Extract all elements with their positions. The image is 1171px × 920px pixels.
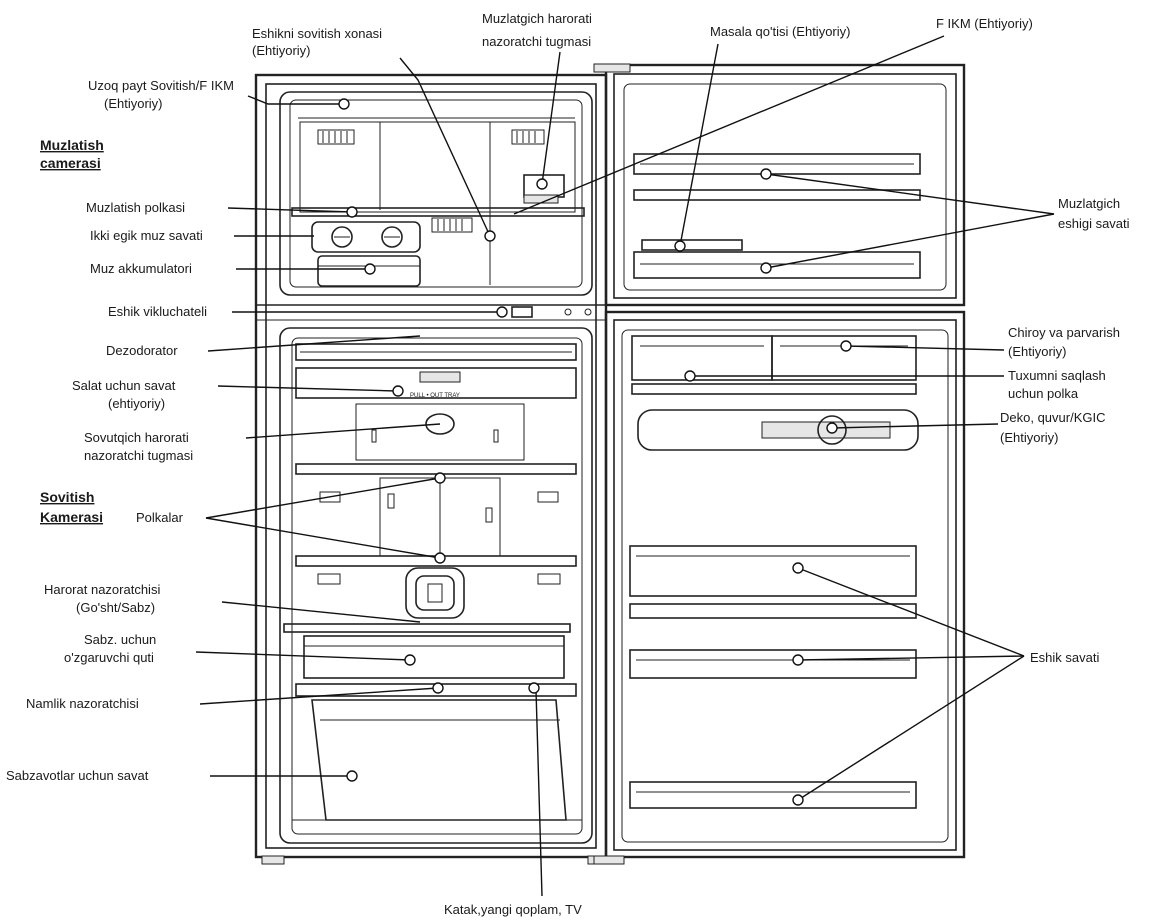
marker-eshikni-sovitish	[485, 231, 495, 241]
label-dezodorator: Dezodorator	[106, 343, 178, 358]
leader-muzlatgich-eshigi-a	[766, 174, 1054, 214]
label-salat-savat-line2: (ehtiyoriy)	[108, 396, 165, 411]
right-labels: Muzlatgich eshigi savati Chiroy va parva…	[1000, 196, 1130, 665]
label-sovutqich-harorati-line2: nazoratchi tugmasi	[84, 448, 193, 463]
marker-polkalar-a	[435, 473, 445, 483]
label-deko-line2: (Ehtiyoriy)	[1000, 430, 1059, 445]
marker-chiroy	[841, 341, 851, 351]
marker-muzlatgich-eshigi-a	[761, 169, 771, 179]
freezer-vent-middle	[432, 218, 472, 232]
label-muz-akkumulatori: Muz akkumulatori	[90, 261, 192, 276]
marker-katak	[529, 683, 539, 693]
label-tuxum-line2: uchun polka	[1008, 386, 1079, 401]
label-harorat-nazoratchisi-line1: Harorat nazoratchisi	[44, 582, 160, 597]
left-labels: Uzoq payt Sovitish/F IKM (Ehtiyoriy) Muz…	[6, 78, 582, 917]
label-chiroy-line1: Chiroy va parvarish	[1008, 325, 1120, 340]
marker-eshik-savati-a	[793, 563, 803, 573]
marker-eshik-savati-c	[793, 795, 803, 805]
marker-sabz-quti	[405, 655, 415, 665]
label-muzlatgich-eshigi-line2: eshigi savati	[1058, 216, 1130, 231]
label-tuxum-line1: Tuxumni saqlash	[1008, 368, 1106, 383]
label-katak: Katak,yangi qoplam, TV	[444, 902, 582, 917]
label-ikki-egik-muz-savati: Ikki egik muz savati	[90, 228, 203, 243]
section-sovitish-kamerasi-line2: Kamerasi	[40, 509, 103, 525]
label-eshik-vikluchateli: Eshik vikluchateli	[108, 304, 207, 319]
label-sabz-quti-line1: Sabz. uchun	[84, 632, 156, 647]
refrigerator-drawing: PULL • OUT TRAY	[256, 64, 964, 864]
label-sabzavotlar-savat: Sabzavotlar uchun savat	[6, 768, 149, 783]
label-muzlatgich-harorati-line1: Muzlatgich harorati	[482, 11, 592, 26]
leader-katak	[536, 690, 542, 896]
leader-chiroy	[846, 346, 1004, 350]
label-salat-savat-line1: Salat uchun savat	[72, 378, 176, 393]
leader-f-ikm	[514, 36, 944, 214]
label-muzlatgich-eshigi-line1: Muzlatgich	[1058, 196, 1120, 211]
label-eshikni-sovitish-line1: Eshikni sovitish xonasi	[252, 26, 382, 41]
marker-eshik-savati-b	[793, 655, 803, 665]
label-harorat-nazoratchisi-line2: (Go'sht/Sabz)	[76, 600, 155, 615]
label-f-ikm: F IKM (Ehtiyoriy)	[936, 16, 1033, 31]
leader-polkalar-a	[206, 478, 440, 518]
label-uzoq-payt-line1: Uzoq payt Sovitish/F IKM	[88, 78, 234, 93]
marker-muz-akkumulatori	[365, 264, 375, 274]
label-namlik-nazoratchisi: Namlik nazoratchisi	[26, 696, 139, 711]
marker-muzlatgich-eshigi-b	[761, 263, 771, 273]
section-muzlatish-camerasi-line1: Muzlatish	[40, 137, 104, 153]
leader-salat-savat	[218, 386, 396, 391]
leader-sovutqich-harorati	[246, 424, 440, 438]
freezer-vent-left	[318, 130, 354, 144]
fridge-compartment: PULL • OUT TRAY	[280, 307, 592, 843]
marker-deko	[827, 423, 837, 433]
marker-namlik	[433, 683, 443, 693]
label-masala-qotisi: Masala qo'tisi (Ehtiyoriy)	[710, 24, 850, 39]
leader-polkalar-b	[206, 518, 440, 558]
label-eshikni-sovitish-line2: (Ehtiyoriy)	[252, 43, 311, 58]
label-sovutqich-harorati-line1: Sovutqich harorati	[84, 430, 189, 445]
leader-eshik-savati-b	[798, 656, 1024, 660]
leader-muzlatgich-eshigi-b	[766, 214, 1054, 268]
label-polkalar: Polkalar	[136, 510, 184, 525]
freezer-door	[594, 64, 964, 305]
freezer-compartment	[280, 92, 592, 295]
leader-sabz-quti	[196, 652, 410, 660]
label-deko-line1: Deko, quvur/KGIC	[1000, 410, 1106, 425]
label-muzlatgich-harorati-line2: nazoratchi tugmasi	[482, 34, 591, 49]
leader-harorat-nazoratchisi	[222, 602, 420, 622]
marker-masala	[675, 241, 685, 251]
marker-uzoq-payt	[339, 99, 349, 109]
marker-salat-savat	[393, 386, 403, 396]
label-muzlatish-polkasi: Muzlatish polkasi	[86, 200, 185, 215]
pull-out-tray-print: PULL • OUT TRAY	[410, 393, 460, 399]
label-eshik-savati: Eshik savati	[1030, 650, 1099, 665]
leader-eshik-savati-a	[798, 568, 1024, 656]
freezer-vent-right	[512, 130, 544, 144]
marker-muzlatish-polkasi	[347, 207, 357, 217]
twist-ice-tray	[312, 222, 420, 252]
callout-markers	[339, 99, 851, 805]
top-labels: Eshikni sovitish xonasi (Ehtiyoriy) Muzl…	[252, 11, 1033, 58]
label-chiroy-line2: (Ehtiyoriy)	[1008, 344, 1067, 359]
leader-lines	[196, 36, 1054, 896]
marker-polkalar-b	[435, 553, 445, 563]
section-muzlatish-camerasi-line2: camerasi	[40, 155, 101, 171]
label-uzoq-payt-line2: (Ehtiyoriy)	[104, 96, 163, 111]
marker-tuxum	[685, 371, 695, 381]
label-sabz-quti-line2: o'zgaruvchi quti	[64, 650, 154, 665]
marker-muzlatgich-harorati	[537, 179, 547, 189]
cabinet	[256, 75, 610, 864]
section-sovitish-kamerasi-line1: Sovitish	[40, 489, 94, 505]
fridge-door	[594, 312, 964, 864]
marker-eshik-vikluchateli	[497, 307, 507, 317]
marker-sabzavot-savat	[347, 771, 357, 781]
